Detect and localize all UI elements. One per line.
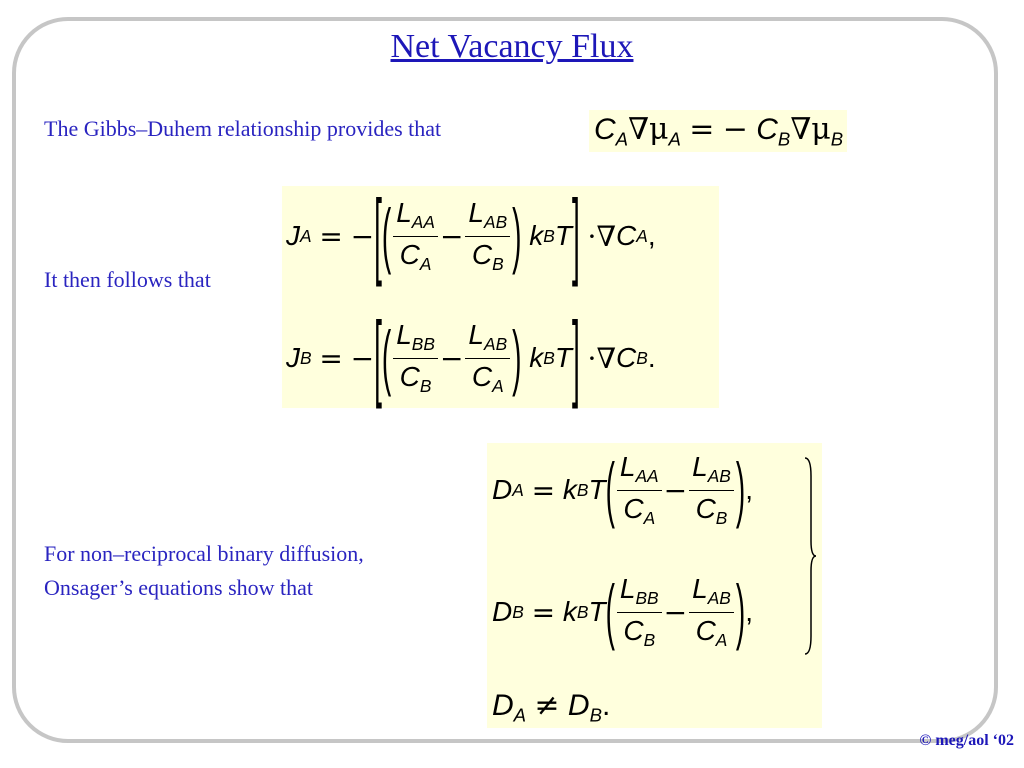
slide-title: Net Vacancy Flux — [390, 28, 634, 65]
follows-text: It then follows that — [44, 267, 211, 292]
diffusion-inequality: DA ≠ DB. — [492, 688, 611, 726]
nonreciprocal-text-line2: Onsager’s equations show that — [44, 575, 314, 600]
flux-equations-box — [282, 186, 719, 408]
slide-frame — [12, 17, 998, 743]
right-brace-icon — [804, 457, 817, 655]
nonreciprocal-text-line1: For non–reciprocal binary diffusion, — [44, 541, 364, 566]
copyright-footer: © meg/aol ‘02 — [919, 732, 1014, 749]
gibbs-duhem-equation-box — [589, 110, 847, 152]
gibbs-duhem-equation: CA∇μA = − CB∇μB — [594, 112, 844, 150]
diffusion-equations-box — [487, 443, 822, 728]
gibbs-duhem-text: The Gibbs–Duhem relationship provides th… — [44, 116, 442, 141]
